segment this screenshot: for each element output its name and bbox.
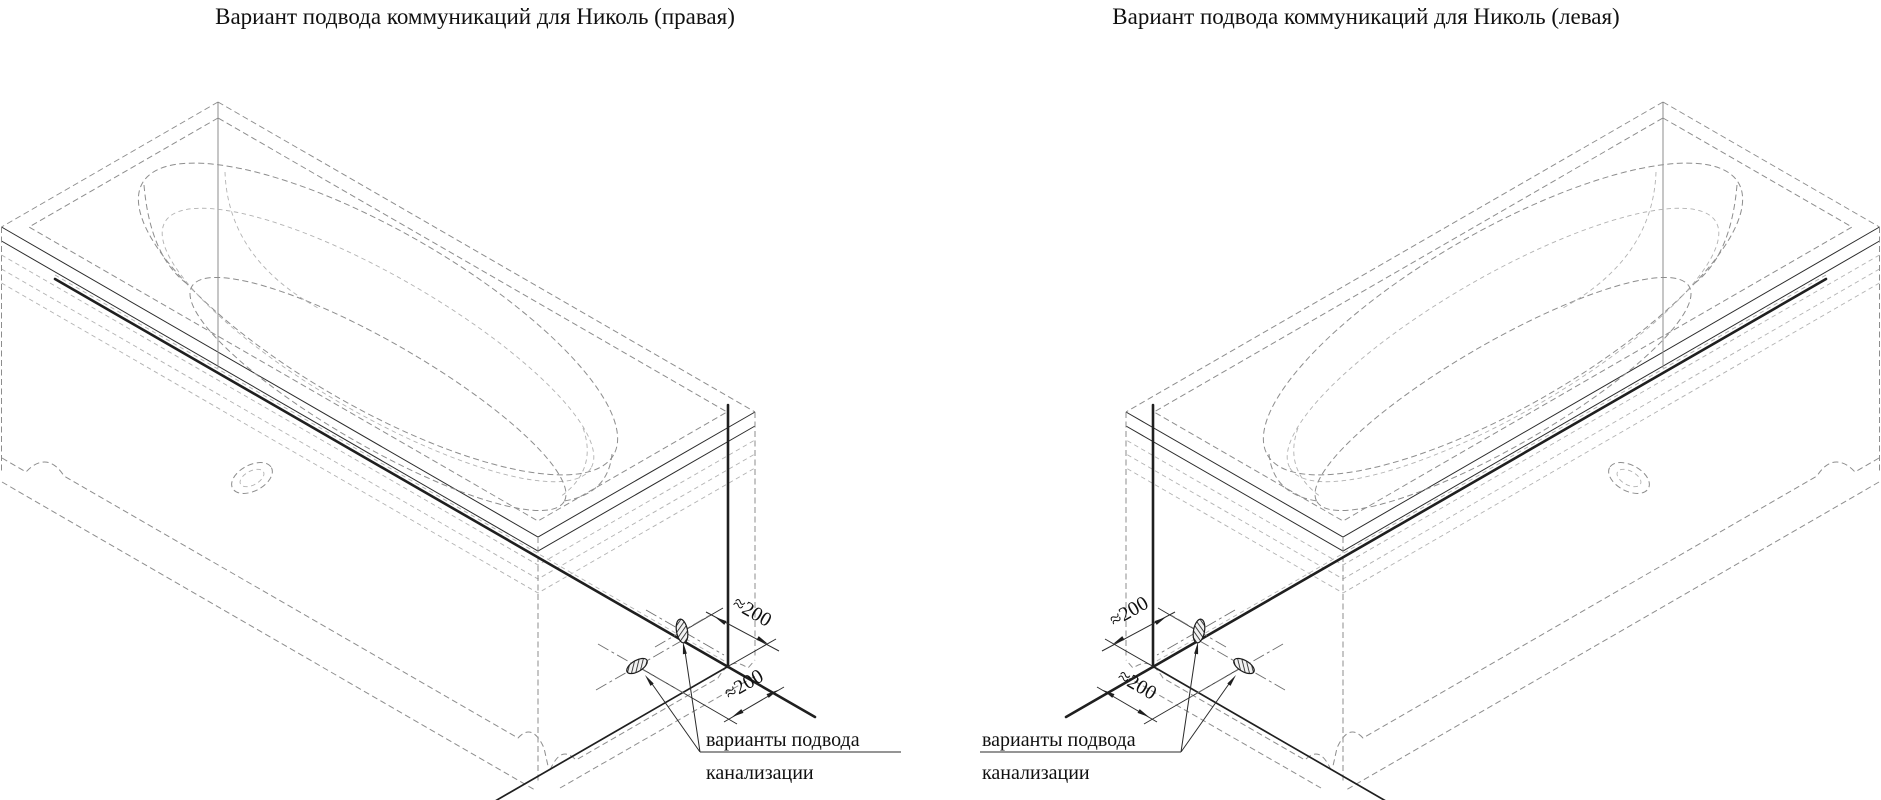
bowl-outline-ellipse	[137, 162, 619, 476]
rim-inner-edges-hidden	[27, 117, 729, 522]
bowl-wall-arc-right	[563, 453, 613, 502]
leader-lines	[649, 647, 701, 753]
extension-lines	[636, 607, 777, 725]
sewage-note-line1-left-version: варианты подвода	[982, 729, 1136, 751]
leader-arrowheads	[645, 642, 687, 686]
bathtub-isometric-art	[1, 101, 901, 800]
sewage-option-1-ellipse	[675, 618, 689, 644]
apron-skirt-short-face	[549, 659, 756, 771]
apron-skirt-long-face-lower	[1, 481, 536, 791]
rim-far-edges-hidden	[1, 101, 756, 413]
apron-skirt-long-face	[1, 457, 549, 767]
sewage-note-line1-right-version: варианты подвода	[706, 729, 860, 751]
drain-siphon-inner-ellipse	[239, 468, 265, 488]
rim-near-edges	[1, 226, 756, 538]
bowl-section-arc-1	[224, 171, 319, 309]
bowl-wall-arc-left	[143, 184, 187, 284]
dim-length-label-left-version: ≈200	[1106, 592, 1152, 632]
corner-verticals-hidden	[1, 227, 756, 782]
dim-width-label-left-version: ≈200	[1114, 665, 1160, 705]
diagram-title-right-version: Вариант подвода коммуникаций для Николь …	[215, 4, 735, 29]
sewage-note-line2-right-version: канализации	[706, 762, 814, 784]
face-band-hidden-3	[1, 282, 756, 594]
dim-length-label-right-version: ≈200	[729, 592, 775, 632]
face-band-hidden-1	[1, 254, 756, 566]
rim-edge-extended-line	[53, 277, 817, 719]
drain-siphon-outer-ellipse	[231, 462, 273, 494]
dimension-arrowheads	[715, 617, 778, 717]
sewage-option-2-ellipse	[626, 657, 648, 675]
rim-edge-companion-line	[54, 274, 727, 663]
bathtub-isometric-art-mirrored	[978, 100, 1881, 800]
sewage-note-line2-left-version: канализации	[982, 762, 1090, 784]
dim-width-label-right-version: ≈200	[721, 665, 767, 705]
bowl-mid-ellipse	[161, 207, 595, 483]
bowl-bottom-ellipse	[189, 276, 567, 512]
bowl-section-arc-2	[559, 427, 588, 498]
diagram-title-left-version: Вариант подвода коммуникаций для Николь …	[1112, 4, 1619, 29]
rim-lip-line	[1, 240, 756, 552]
floor-reference-line	[495, 666, 728, 800]
